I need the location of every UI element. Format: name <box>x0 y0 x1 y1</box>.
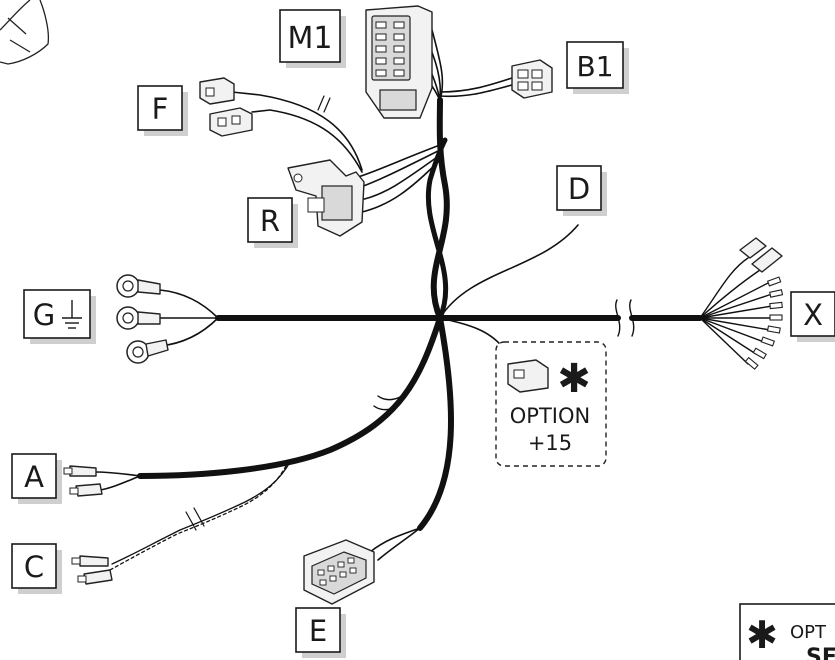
c-terminals <box>71 555 113 585</box>
x-terminals <box>739 237 784 370</box>
label-r: R <box>247 197 298 248</box>
e-wire <box>369 527 421 553</box>
x-wire <box>699 317 749 365</box>
option-asterisk: ✱ <box>557 356 591 402</box>
r-wire <box>357 149 441 189</box>
footnote-text-2: SE <box>806 645 835 660</box>
d-wire <box>439 224 579 319</box>
f-connectors <box>199 77 253 137</box>
c-break-mark <box>185 507 205 531</box>
g-ring-terminals <box>116 274 169 364</box>
label-c: C <box>11 543 62 594</box>
r-wire <box>359 154 441 201</box>
corner-sketch <box>0 0 50 65</box>
x-wire <box>699 257 749 319</box>
trunk-cross-strand <box>426 137 449 321</box>
x-wire <box>699 317 765 343</box>
r-connector <box>287 159 365 237</box>
label-e: E <box>295 607 346 658</box>
a-break-mark <box>373 393 405 411</box>
label-m1: M1 <box>279 9 346 68</box>
c-twisted-wire <box>111 461 291 565</box>
trunk-to-m1 <box>430 97 450 321</box>
trunk-to-e <box>417 315 455 531</box>
x-wire <box>699 317 771 331</box>
svg-text:D: D <box>568 172 590 206</box>
svg-text:M1: M1 <box>288 21 333 56</box>
footnote-asterisk: ✱ <box>746 613 778 657</box>
trunk-break-mark <box>615 299 635 337</box>
b1-connector <box>511 59 553 99</box>
harness-wires <box>95 29 773 571</box>
svg-text:C: C <box>24 550 44 584</box>
x-wire <box>699 317 757 355</box>
label-x: X <box>790 291 835 342</box>
footnote-text: OPT <box>790 622 827 643</box>
a-wire <box>95 471 141 477</box>
label-g: G <box>23 289 96 344</box>
label-d: D <box>556 165 607 216</box>
x-wire <box>699 281 771 319</box>
f-break-mark <box>317 95 331 113</box>
e-connector <box>303 539 375 605</box>
e-wire <box>377 527 421 561</box>
a-terminals <box>63 465 103 497</box>
x-wire <box>699 305 773 319</box>
svg-text:B1: B1 <box>576 50 613 83</box>
f-wire <box>231 91 363 171</box>
r-wire <box>361 159 441 213</box>
g-wire <box>159 289 219 319</box>
option-label-line2: +15 <box>528 431 572 455</box>
footnote-box: ✱ OPT SE <box>739 603 835 660</box>
option-box: ✱ OPTION +15 <box>495 341 607 467</box>
label-a: A <box>11 453 62 504</box>
label-b1: B1 <box>566 41 629 94</box>
c-twisted-wire-2 <box>109 465 287 571</box>
a-wire <box>99 475 141 491</box>
label-f: F <box>137 85 188 136</box>
svg-text:F: F <box>152 92 169 126</box>
m1-connector <box>365 5 433 119</box>
svg-text:E: E <box>309 614 327 648</box>
b1-wire <box>439 77 513 93</box>
svg-text:G: G <box>33 298 55 332</box>
x-wire <box>699 269 761 319</box>
svg-text:A: A <box>24 460 44 494</box>
trunk-to-a <box>137 315 443 479</box>
ground-symbol-icon <box>62 300 82 329</box>
svg-text:R: R <box>260 204 280 238</box>
x-wire <box>699 293 773 319</box>
option-label-line1: OPTION <box>510 404 590 428</box>
r-wire <box>354 144 441 179</box>
b1-wire <box>439 84 513 98</box>
f-wire <box>251 109 363 173</box>
option-connector <box>507 359 549 393</box>
g-wire <box>159 317 219 347</box>
m1-wire <box>431 29 444 101</box>
svg-text:X: X <box>803 298 823 332</box>
